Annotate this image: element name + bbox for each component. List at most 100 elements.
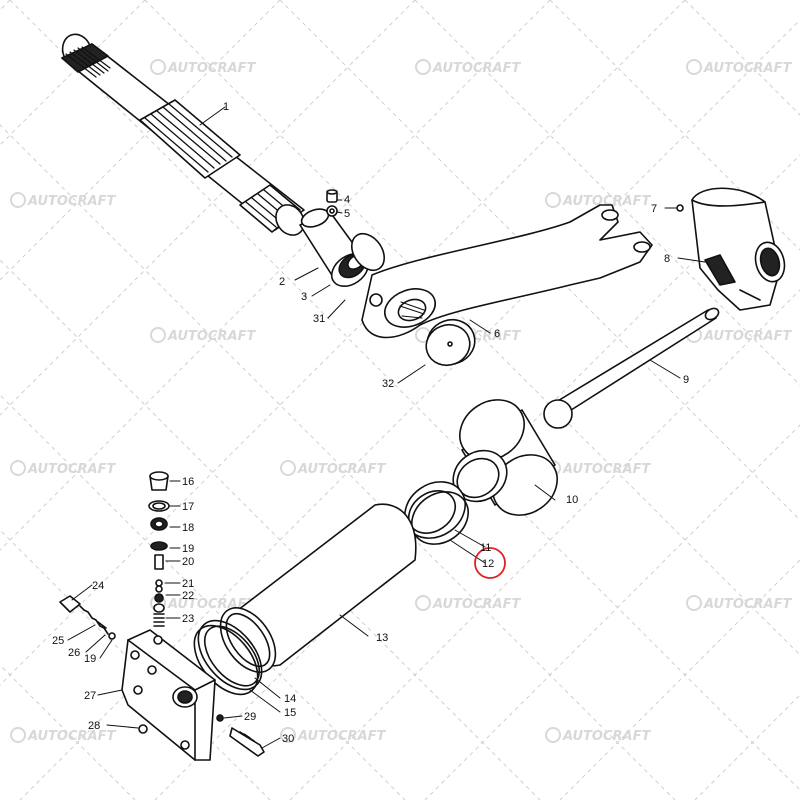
watermark-grid-line (144, 0, 800, 656)
watermark-grid-line (684, 0, 800, 116)
part-number-label: 8 (664, 253, 670, 265)
piston-part (452, 399, 558, 516)
parts-drawing (59, 33, 786, 761)
watermark-logo-icon (150, 327, 166, 343)
watermark-grid-line (0, 664, 136, 801)
watermark-logo-icon (150, 59, 166, 75)
watermark-logo-icon (545, 192, 561, 208)
part-number-label: 11 (480, 542, 491, 554)
cover-disc-part (425, 318, 476, 367)
watermark-label: AUTOCRAFT (10, 192, 116, 209)
watermark-label: AUTOCRAFT (415, 595, 521, 612)
watermark-text: AUTOCRAFT (432, 597, 521, 612)
watermark-logo-icon (686, 595, 702, 611)
part-number-label: 9 (683, 374, 689, 386)
watermark-logo-icon (280, 460, 296, 476)
watermark-text: AUTOCRAFT (562, 194, 651, 209)
lever-housing-part (676, 187, 786, 311)
watermark-grid-line (424, 424, 800, 801)
watermark-logo-icon (415, 59, 431, 75)
part-number-label: 32 (382, 378, 394, 390)
lift-arm-part (361, 204, 653, 339)
watermark-label: AUTOCRAFT (280, 727, 386, 744)
part-number-label: 28 (88, 720, 100, 732)
part-number-label: 6 (494, 328, 500, 340)
part-number-label: 20 (182, 556, 194, 568)
part-number-label: 1 (223, 101, 229, 113)
part-number-label: 5 (344, 208, 350, 220)
part-number-label: 17 (182, 501, 194, 513)
watermark-text: AUTOCRAFT (703, 329, 792, 344)
set-screw-part (326, 189, 338, 217)
bearing-sleeve-part (299, 208, 386, 288)
watermark-label: AUTOCRAFT (150, 327, 256, 344)
watermark-logo-icon (686, 59, 702, 75)
watermark-text: AUTOCRAFT (27, 194, 116, 209)
part-number-label: 22 (182, 590, 194, 602)
watermark-logo-icon (10, 192, 26, 208)
watermark-grid-line (0, 259, 541, 801)
watermark-logo-icon (10, 727, 26, 743)
watermark-text: AUTOCRAFT (562, 729, 651, 744)
part-number-label: 7 (651, 203, 657, 215)
part-number-label: 19 (182, 543, 194, 555)
watermark-text: AUTOCRAFT (167, 329, 256, 344)
watermark-label: AUTOCRAFT (545, 460, 651, 477)
part-number-label: 25 (52, 635, 64, 647)
watermark-grid-line (279, 0, 800, 521)
part-number-label: 3 (301, 291, 307, 303)
watermark-logo-icon (280, 727, 296, 743)
part-number-label: 29 (244, 711, 256, 723)
leader-lines (67, 106, 706, 749)
watermark-label: AUTOCRAFT (280, 460, 386, 477)
part-number-label: 4 (344, 194, 350, 206)
part-number-label: 18 (182, 522, 194, 534)
part-number-label: 15 (284, 707, 296, 719)
part-number-label: 24 (92, 580, 104, 592)
watermark-logo-icon (10, 460, 26, 476)
part-number-label: 13 (376, 632, 388, 644)
watermark-logo-icon (545, 727, 561, 743)
part-number-label: 30 (282, 733, 294, 745)
watermark-text: AUTOCRAFT (703, 61, 792, 76)
part-number-label: 26 (68, 647, 80, 659)
watermark-label: AUTOCRAFT (686, 327, 792, 344)
watermark-grid-line (154, 154, 800, 801)
watermark-text: AUTOCRAFT (432, 61, 521, 76)
watermark-text: AUTOCRAFT (297, 729, 386, 744)
part-number-label: 14 (284, 693, 296, 705)
part-number-label: 23 (182, 613, 194, 625)
part-number-label: 19 (84, 653, 96, 665)
watermark-label: AUTOCRAFT (686, 59, 792, 76)
watermark-grid-line (559, 559, 800, 801)
watermark-label: AUTOCRAFT (150, 59, 256, 76)
connecting-rod-part (543, 307, 720, 429)
cross-shaft-part (61, 33, 305, 236)
watermark-label: AUTOCRAFT (10, 727, 116, 744)
watermark-text: AUTOCRAFT (703, 597, 792, 612)
part-number-label: 21 (182, 578, 194, 590)
watermark-label: AUTOCRAFT (10, 460, 116, 477)
watermark-grid-line (694, 694, 800, 801)
part-number-label: 27 (84, 690, 96, 702)
watermark-grid-line (414, 0, 800, 386)
watermark-text: AUTOCRAFT (27, 729, 116, 744)
watermark-text: AUTOCRAFT (297, 462, 386, 477)
watermark-text: AUTOCRAFT (167, 61, 256, 76)
valve-block-part (121, 629, 216, 761)
part-number-label: 16 (182, 476, 194, 488)
watermark-logo-icon (415, 595, 431, 611)
highlight-circle (474, 547, 506, 579)
watermark-text: AUTOCRAFT (27, 462, 116, 477)
watermark-label: AUTOCRAFT (545, 727, 651, 744)
watermark-label: AUTOCRAFT (686, 595, 792, 612)
watermark-labels: AUTOCRAFT AUTOCRAFT AUTOCRAFT AUTOCRAFT AUTO… (10, 59, 792, 744)
watermark-label: AUTOCRAFT (545, 192, 651, 209)
part-labels: 1234567891011121314151617181920212223242… (52, 101, 689, 745)
part-number-label: 10 (566, 494, 578, 506)
part-number-label: 31 (313, 313, 325, 325)
valve-stack-part (148, 471, 170, 627)
